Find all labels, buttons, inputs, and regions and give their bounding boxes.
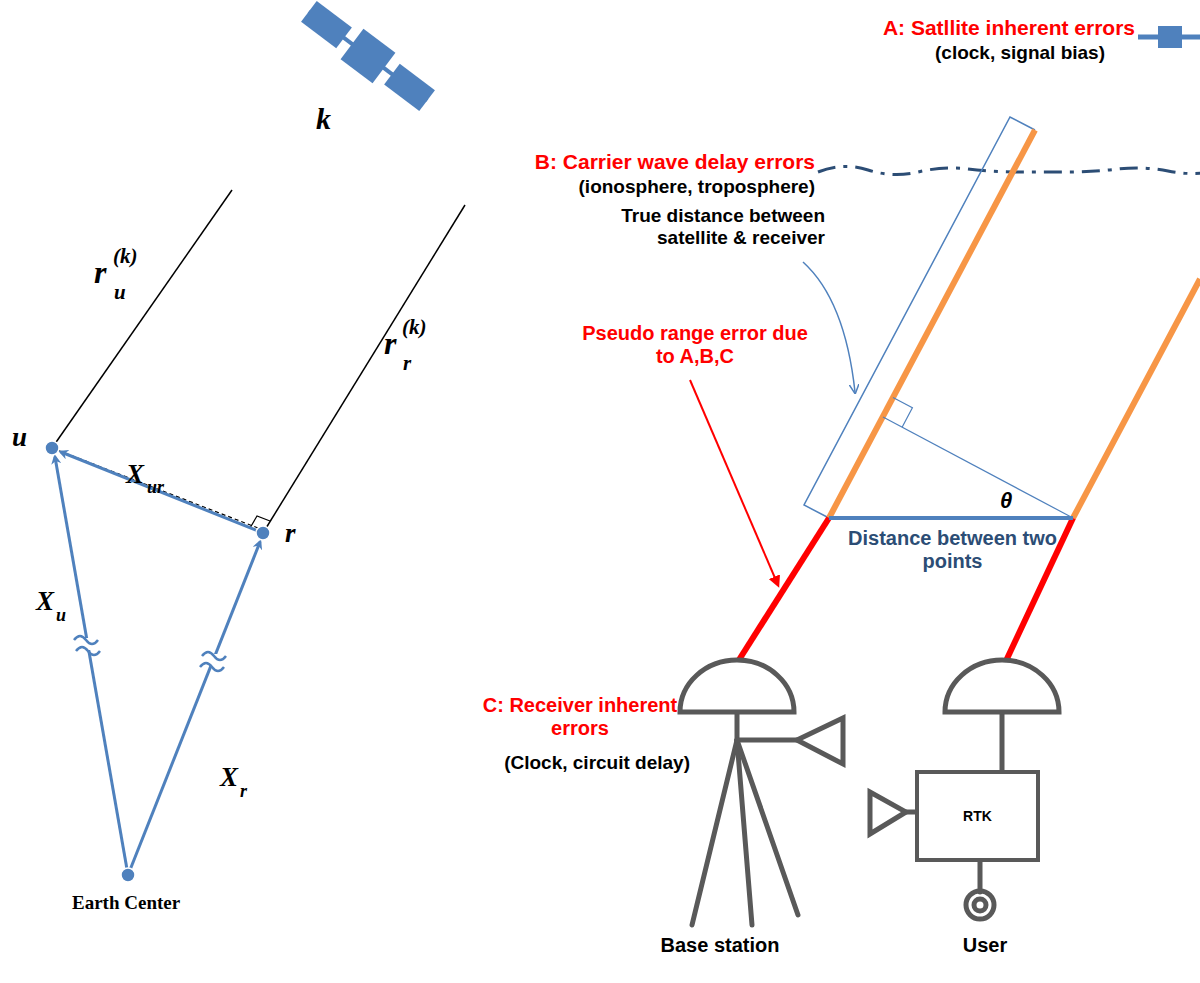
break-mark bbox=[74, 636, 226, 671]
error-detail: (clock, signal bias) bbox=[805, 42, 1105, 64]
earth-center-label: Earth Center bbox=[72, 893, 232, 912]
angle-label: θ bbox=[1000, 490, 1030, 512]
satellite-label: k bbox=[316, 104, 346, 134]
point-r bbox=[256, 526, 270, 540]
callout-text: True distance between satellite & receiv… bbox=[580, 205, 825, 249]
point-u bbox=[45, 441, 59, 455]
math-subscript: r bbox=[240, 782, 270, 800]
vector-arrow bbox=[128, 542, 260, 875]
math-subscript: r bbox=[403, 353, 433, 374]
vector-arrow bbox=[55, 457, 128, 875]
point-label: u bbox=[12, 424, 42, 451]
error-heading: A: Satllite inherent errors bbox=[715, 16, 1135, 40]
error-detail: (Clock, circuit delay) bbox=[440, 752, 690, 774]
leader-arrow bbox=[690, 380, 778, 585]
true-range-line bbox=[829, 130, 1035, 518]
math-subscript: u bbox=[56, 606, 86, 624]
error-heading: B: Carrier wave delay errors bbox=[400, 150, 815, 174]
device-label: RTK bbox=[963, 808, 992, 824]
pseudo-range-error bbox=[737, 518, 829, 663]
range-line bbox=[52, 190, 232, 448]
true-range-line bbox=[1073, 279, 1200, 518]
distance-bracket bbox=[804, 117, 1035, 518]
leader-line bbox=[803, 262, 855, 392]
error-detail: (ionosphere, troposphere) bbox=[440, 176, 815, 198]
satellite-icon bbox=[1138, 26, 1200, 48]
range-line bbox=[263, 205, 465, 533]
base-station-figure bbox=[680, 660, 843, 925]
device-box: RTK bbox=[915, 770, 1040, 862]
error-heading: C: Receiver inherent errors bbox=[470, 694, 690, 740]
perpendicular-line bbox=[883, 417, 1073, 518]
device-label: Base station bbox=[620, 934, 820, 957]
satellite bbox=[297, 0, 438, 116]
vector-arrow bbox=[61, 452, 263, 533]
point-label: r bbox=[285, 520, 315, 547]
right-angle-mark bbox=[893, 398, 912, 428]
distance-label: Distance between two points bbox=[835, 527, 1070, 573]
math-subscript: ur bbox=[147, 478, 187, 496]
math-subscript: u bbox=[114, 282, 144, 303]
math-superscript: (k) bbox=[402, 317, 452, 338]
math-superscript: (k) bbox=[113, 246, 163, 267]
device-label: User bbox=[930, 934, 1040, 957]
earth-center-point bbox=[121, 868, 135, 882]
rover-figure bbox=[870, 660, 1059, 919]
callout-text: Pseudo range error due to A,B,C bbox=[580, 322, 810, 368]
baseline bbox=[829, 516, 1073, 520]
